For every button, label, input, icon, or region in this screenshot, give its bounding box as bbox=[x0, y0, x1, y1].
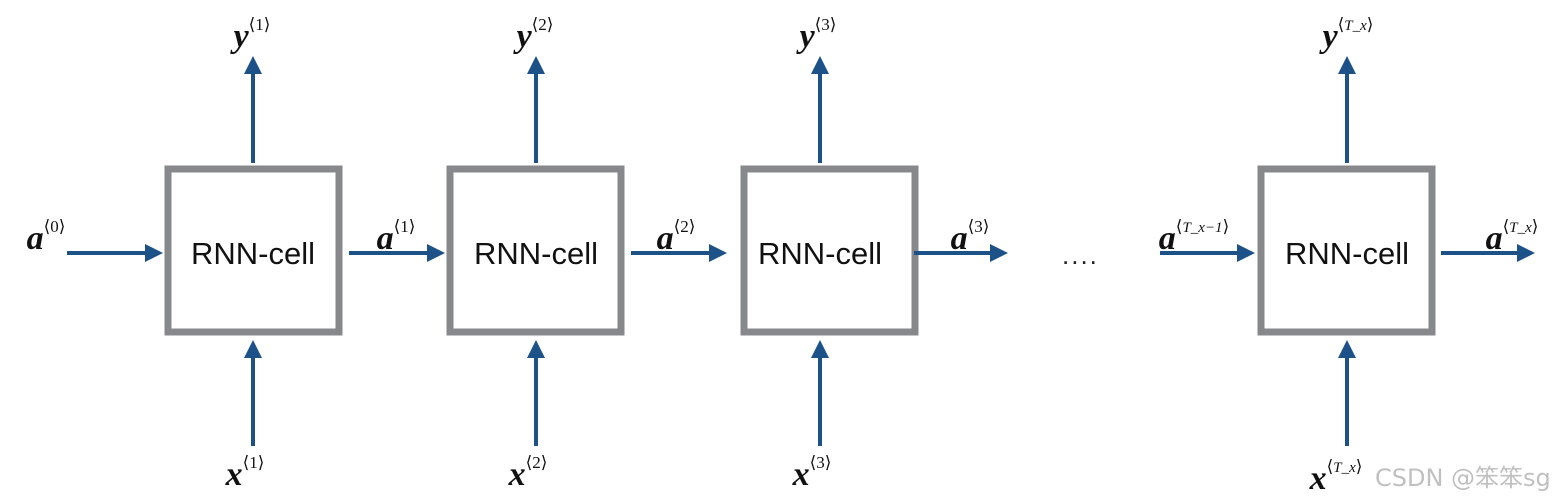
hidden-arrow-a2-head bbox=[709, 244, 727, 262]
label-x2: x⟨2⟩ bbox=[508, 453, 548, 493]
output-arrow-head bbox=[1338, 56, 1356, 74]
label-x3: x⟨3⟩ bbox=[792, 453, 832, 493]
rnn-cell-label: RNN-cell bbox=[191, 236, 315, 271]
label-a0: a⟨0⟩ bbox=[26, 217, 66, 257]
label-a-tx: a⟨T_x⟩ bbox=[1485, 217, 1539, 257]
label-a-tx-minus-1: a⟨T_x−1⟩ bbox=[1158, 217, 1230, 257]
output-arrow-head bbox=[527, 56, 545, 74]
rnn-cell-box bbox=[446, 165, 625, 336]
label-x1: x⟨1⟩ bbox=[225, 453, 265, 493]
rnn-cell-label: RNN-cell bbox=[474, 236, 598, 271]
label-y-tx: y⟨T_x⟩ bbox=[1322, 15, 1374, 55]
input-arrow-head bbox=[527, 340, 545, 358]
output-arrow-head bbox=[811, 56, 829, 74]
label-y1: y⟨1⟩ bbox=[233, 15, 271, 55]
label-a1: a⟨1⟩ bbox=[376, 217, 416, 257]
rnn-cell-label: RNN-cell bbox=[1285, 236, 1409, 271]
hidden-arrow-a-tx-head bbox=[1517, 244, 1535, 262]
hidden-arrow-a3-head bbox=[990, 244, 1008, 262]
rnn-cell-box bbox=[740, 165, 919, 336]
hidden-arrow-a1-head bbox=[427, 244, 445, 262]
input-arrow-head bbox=[811, 340, 829, 358]
rnn-cell-box bbox=[1257, 165, 1436, 336]
output-arrow-head bbox=[244, 56, 262, 74]
hidden-arrow-a0-head bbox=[145, 244, 163, 262]
watermark: CSDN @笨笨sg bbox=[1375, 464, 1551, 492]
input-arrow-head bbox=[1338, 340, 1356, 358]
rnn-cell-label: RNN-cell bbox=[758, 236, 882, 271]
label-a2: a⟨2⟩ bbox=[656, 217, 696, 257]
hidden-arrow-a-tx-minus-1-head bbox=[1237, 244, 1255, 262]
rnn-cell-box bbox=[164, 165, 343, 336]
input-arrow-head bbox=[244, 340, 262, 358]
label-y2: y⟨2⟩ bbox=[516, 15, 554, 55]
ellipsis: .... bbox=[1062, 240, 1099, 270]
label-a3: a⟨3⟩ bbox=[950, 217, 990, 257]
label-x-tx: x⟨T_x⟩ bbox=[1309, 457, 1363, 497]
label-y3: y⟨3⟩ bbox=[799, 15, 837, 55]
